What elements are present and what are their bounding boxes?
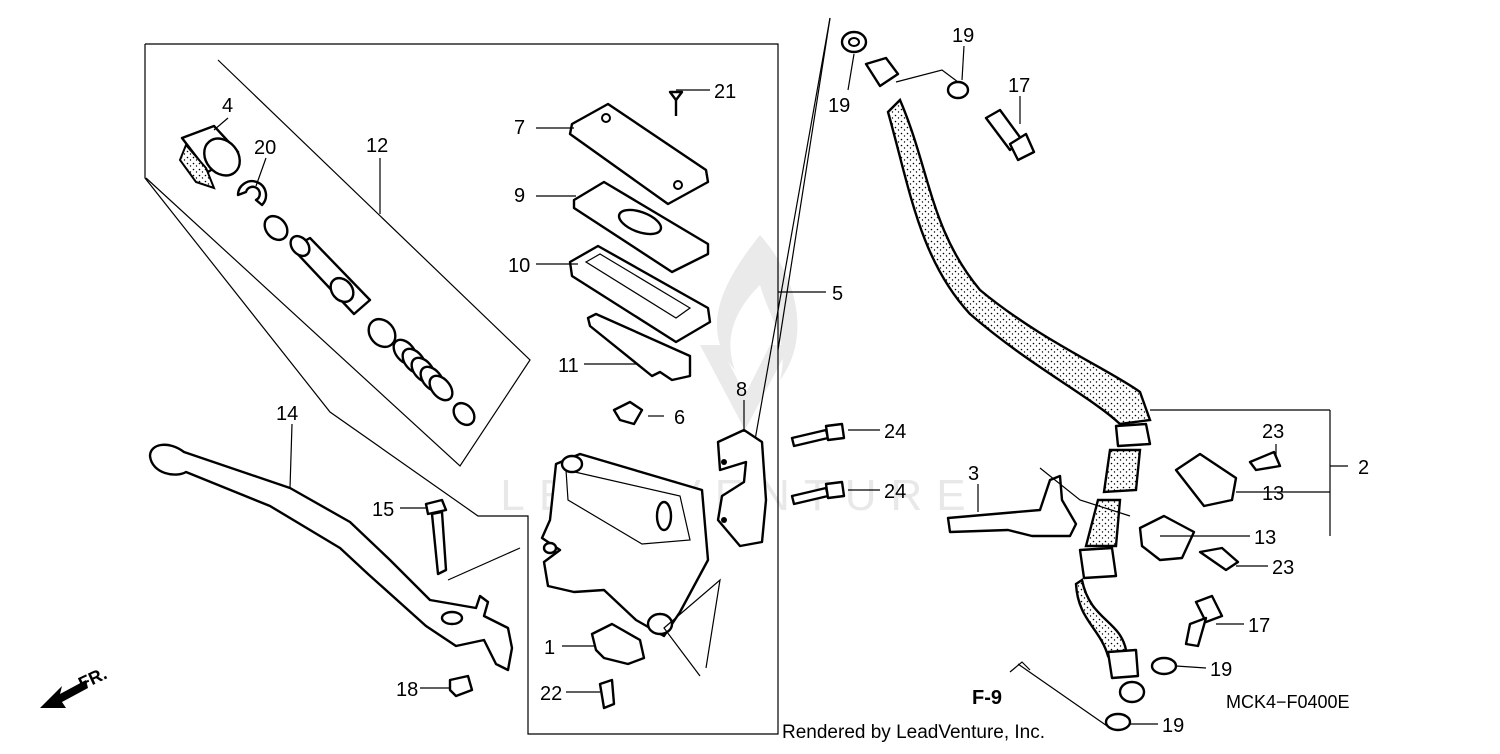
hose-brackets — [946, 450, 1282, 572]
brake-hose — [840, 30, 1178, 732]
callout-10: 10 — [508, 255, 530, 277]
holder-bolts — [790, 422, 846, 506]
callout-23a: 23 — [1262, 421, 1284, 443]
callout-11: 11 — [558, 355, 579, 377]
callout-22: 22 — [540, 683, 562, 705]
callout-15: 15 — [372, 499, 394, 521]
callout-1: 1 — [544, 637, 555, 659]
callout-14: 14 — [276, 403, 298, 425]
front-direction-arrow: FR. — [40, 663, 110, 708]
callout-17a: 17 — [1008, 75, 1030, 97]
callout-24b: 24 — [884, 481, 906, 503]
callout-3: 3 — [968, 463, 979, 485]
callout-12: 12 — [366, 135, 388, 157]
callout-4: 4 — [222, 95, 233, 117]
master-cylinder-body — [540, 452, 710, 638]
lever-pivot-bolt — [424, 498, 474, 698]
callout-21: 21 — [714, 81, 736, 103]
diagram-code: MCK4−F0400E — [1226, 692, 1350, 712]
callout-5: 5 — [832, 283, 843, 305]
callout-13b: 13 — [1254, 527, 1276, 549]
callout-19d: 19 — [1162, 715, 1184, 737]
assembly-outlines — [144, 17, 831, 735]
callout-19b: 19 — [952, 25, 974, 47]
holder-clamp — [716, 428, 768, 548]
callout-18: 18 — [396, 679, 418, 701]
piston-kit — [178, 124, 476, 427]
callout-17b: 17 — [1248, 615, 1270, 637]
callout-2: 2 — [1358, 457, 1369, 479]
callout-8: 8 — [736, 379, 747, 401]
callout-6: 6 — [674, 407, 685, 429]
callout-20: 20 — [254, 137, 276, 159]
callout-24a: 24 — [884, 421, 906, 443]
callout-13a: 13 — [1262, 483, 1284, 505]
callout-19a: 19 — [828, 95, 850, 117]
callout-leaders — [213, 45, 1348, 729]
callout-19c: 19 — [1210, 659, 1232, 681]
reference-label: F-9 — [972, 687, 1002, 709]
credit-text: Rendered by LeadVenture, Inc. — [782, 722, 1045, 743]
callout-7: 7 — [514, 117, 525, 139]
callout-9: 9 — [514, 185, 525, 207]
brake-light-switch — [590, 622, 646, 710]
callout-labels: 4 20 12 7 9 10 11 6 21 8 5 24 24 14 15 1… — [222, 25, 1369, 737]
brake-lever — [148, 443, 514, 672]
oil-bolts — [984, 108, 1224, 648]
reservoir-cover-stack — [568, 90, 712, 426]
callout-23b: 23 — [1272, 557, 1294, 579]
